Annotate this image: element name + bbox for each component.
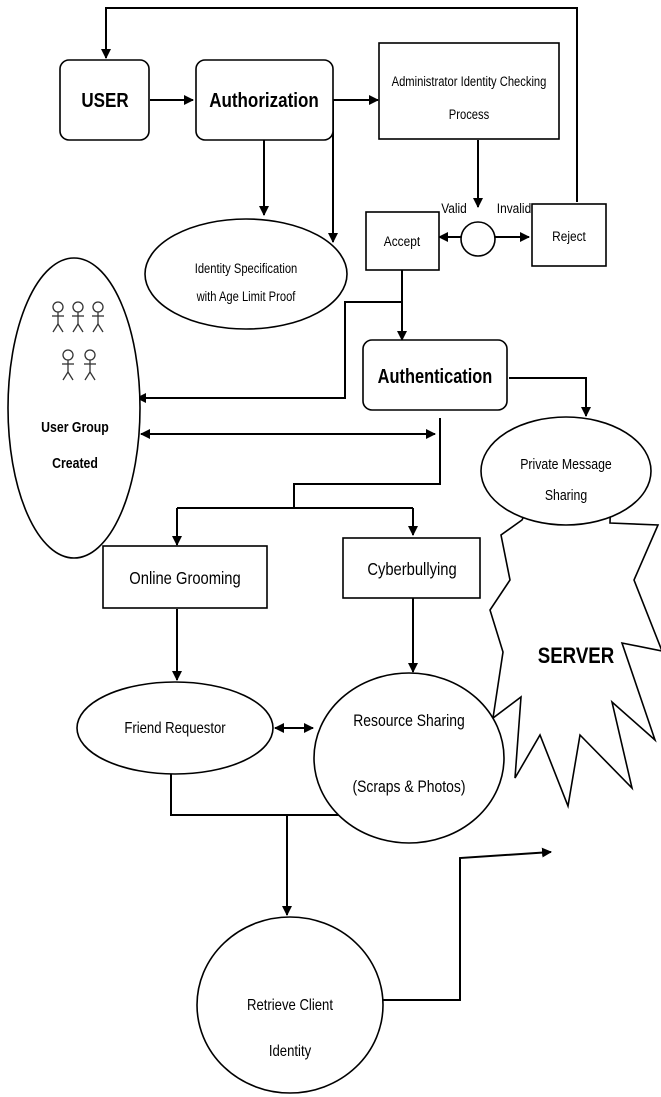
server-label: SERVER (538, 645, 615, 669)
private-message-label-1: Private Message (520, 456, 612, 472)
person-icon (84, 349, 96, 381)
authentication-box (362, 339, 508, 411)
private-message-ellipse (480, 416, 652, 526)
person-icon (72, 301, 84, 333)
authorization-box (195, 59, 334, 141)
server-starburst (489, 441, 661, 809)
resource-sharing-label-2: (Scraps & Photos) (352, 778, 465, 797)
private-message-label-2: Sharing (545, 487, 587, 503)
reject-label: Reject (552, 228, 586, 244)
invalid-label: Invalid (497, 200, 531, 216)
cyberbullying-box (342, 537, 481, 599)
authorization-label: Authorization (209, 89, 318, 112)
identity-spec-ellipse (144, 218, 348, 330)
admin-check-label-2: Process (449, 107, 489, 122)
admin-check-box (378, 42, 560, 140)
accept-label: Accept (384, 233, 421, 249)
retrieve-client-ellipse (196, 916, 384, 1094)
edge-reject-to-user (101, 7, 578, 202)
edge-friend-to-merge (170, 770, 408, 816)
edge-accept-to-user-group (136, 301, 402, 403)
online-grooming-box (102, 545, 268, 609)
user-group-label-1: User Group (41, 419, 109, 435)
decision-circle (460, 221, 496, 257)
resource-sharing-ellipse (313, 672, 505, 844)
retrieve-client-label-1: Retrieve Client (247, 997, 333, 1014)
edge-retrieve-to-server (383, 847, 552, 1001)
user-label: USER (81, 89, 129, 112)
admin-check-label-1: Administrator Identity Checking (392, 74, 547, 89)
accept-box (365, 211, 440, 271)
user-group-ellipse (7, 257, 141, 559)
person-icon (62, 349, 74, 381)
connectors (101, 7, 591, 1001)
user-group-icons (52, 301, 104, 381)
resource-sharing-label-1: Resource Sharing (353, 712, 464, 731)
reject-box (531, 203, 607, 267)
edge-authentication-to-private-message (509, 377, 591, 417)
friend-requestor-ellipse (76, 681, 274, 775)
user-group-label-2: Created (52, 455, 98, 471)
friend-requestor-label: Friend Requestor (124, 720, 225, 737)
identity-spec-label-1: Identity Specification (195, 261, 298, 276)
cyberbullying-label: Cyberbullying (367, 560, 456, 580)
edge-authentication-to-split (293, 418, 441, 508)
person-icon (92, 301, 104, 333)
authentication-label: Authentication (378, 364, 493, 387)
online-grooming-label: Online Grooming (129, 569, 240, 589)
identity-spec-label-2: with Age Limit Proof (196, 289, 296, 304)
labels: USER Authorization Administrator Identit… (41, 74, 614, 1061)
valid-label: Valid (441, 200, 467, 216)
retrieve-client-label-2: Identity (269, 1043, 312, 1060)
user-box (59, 59, 150, 141)
person-icon (52, 301, 64, 333)
